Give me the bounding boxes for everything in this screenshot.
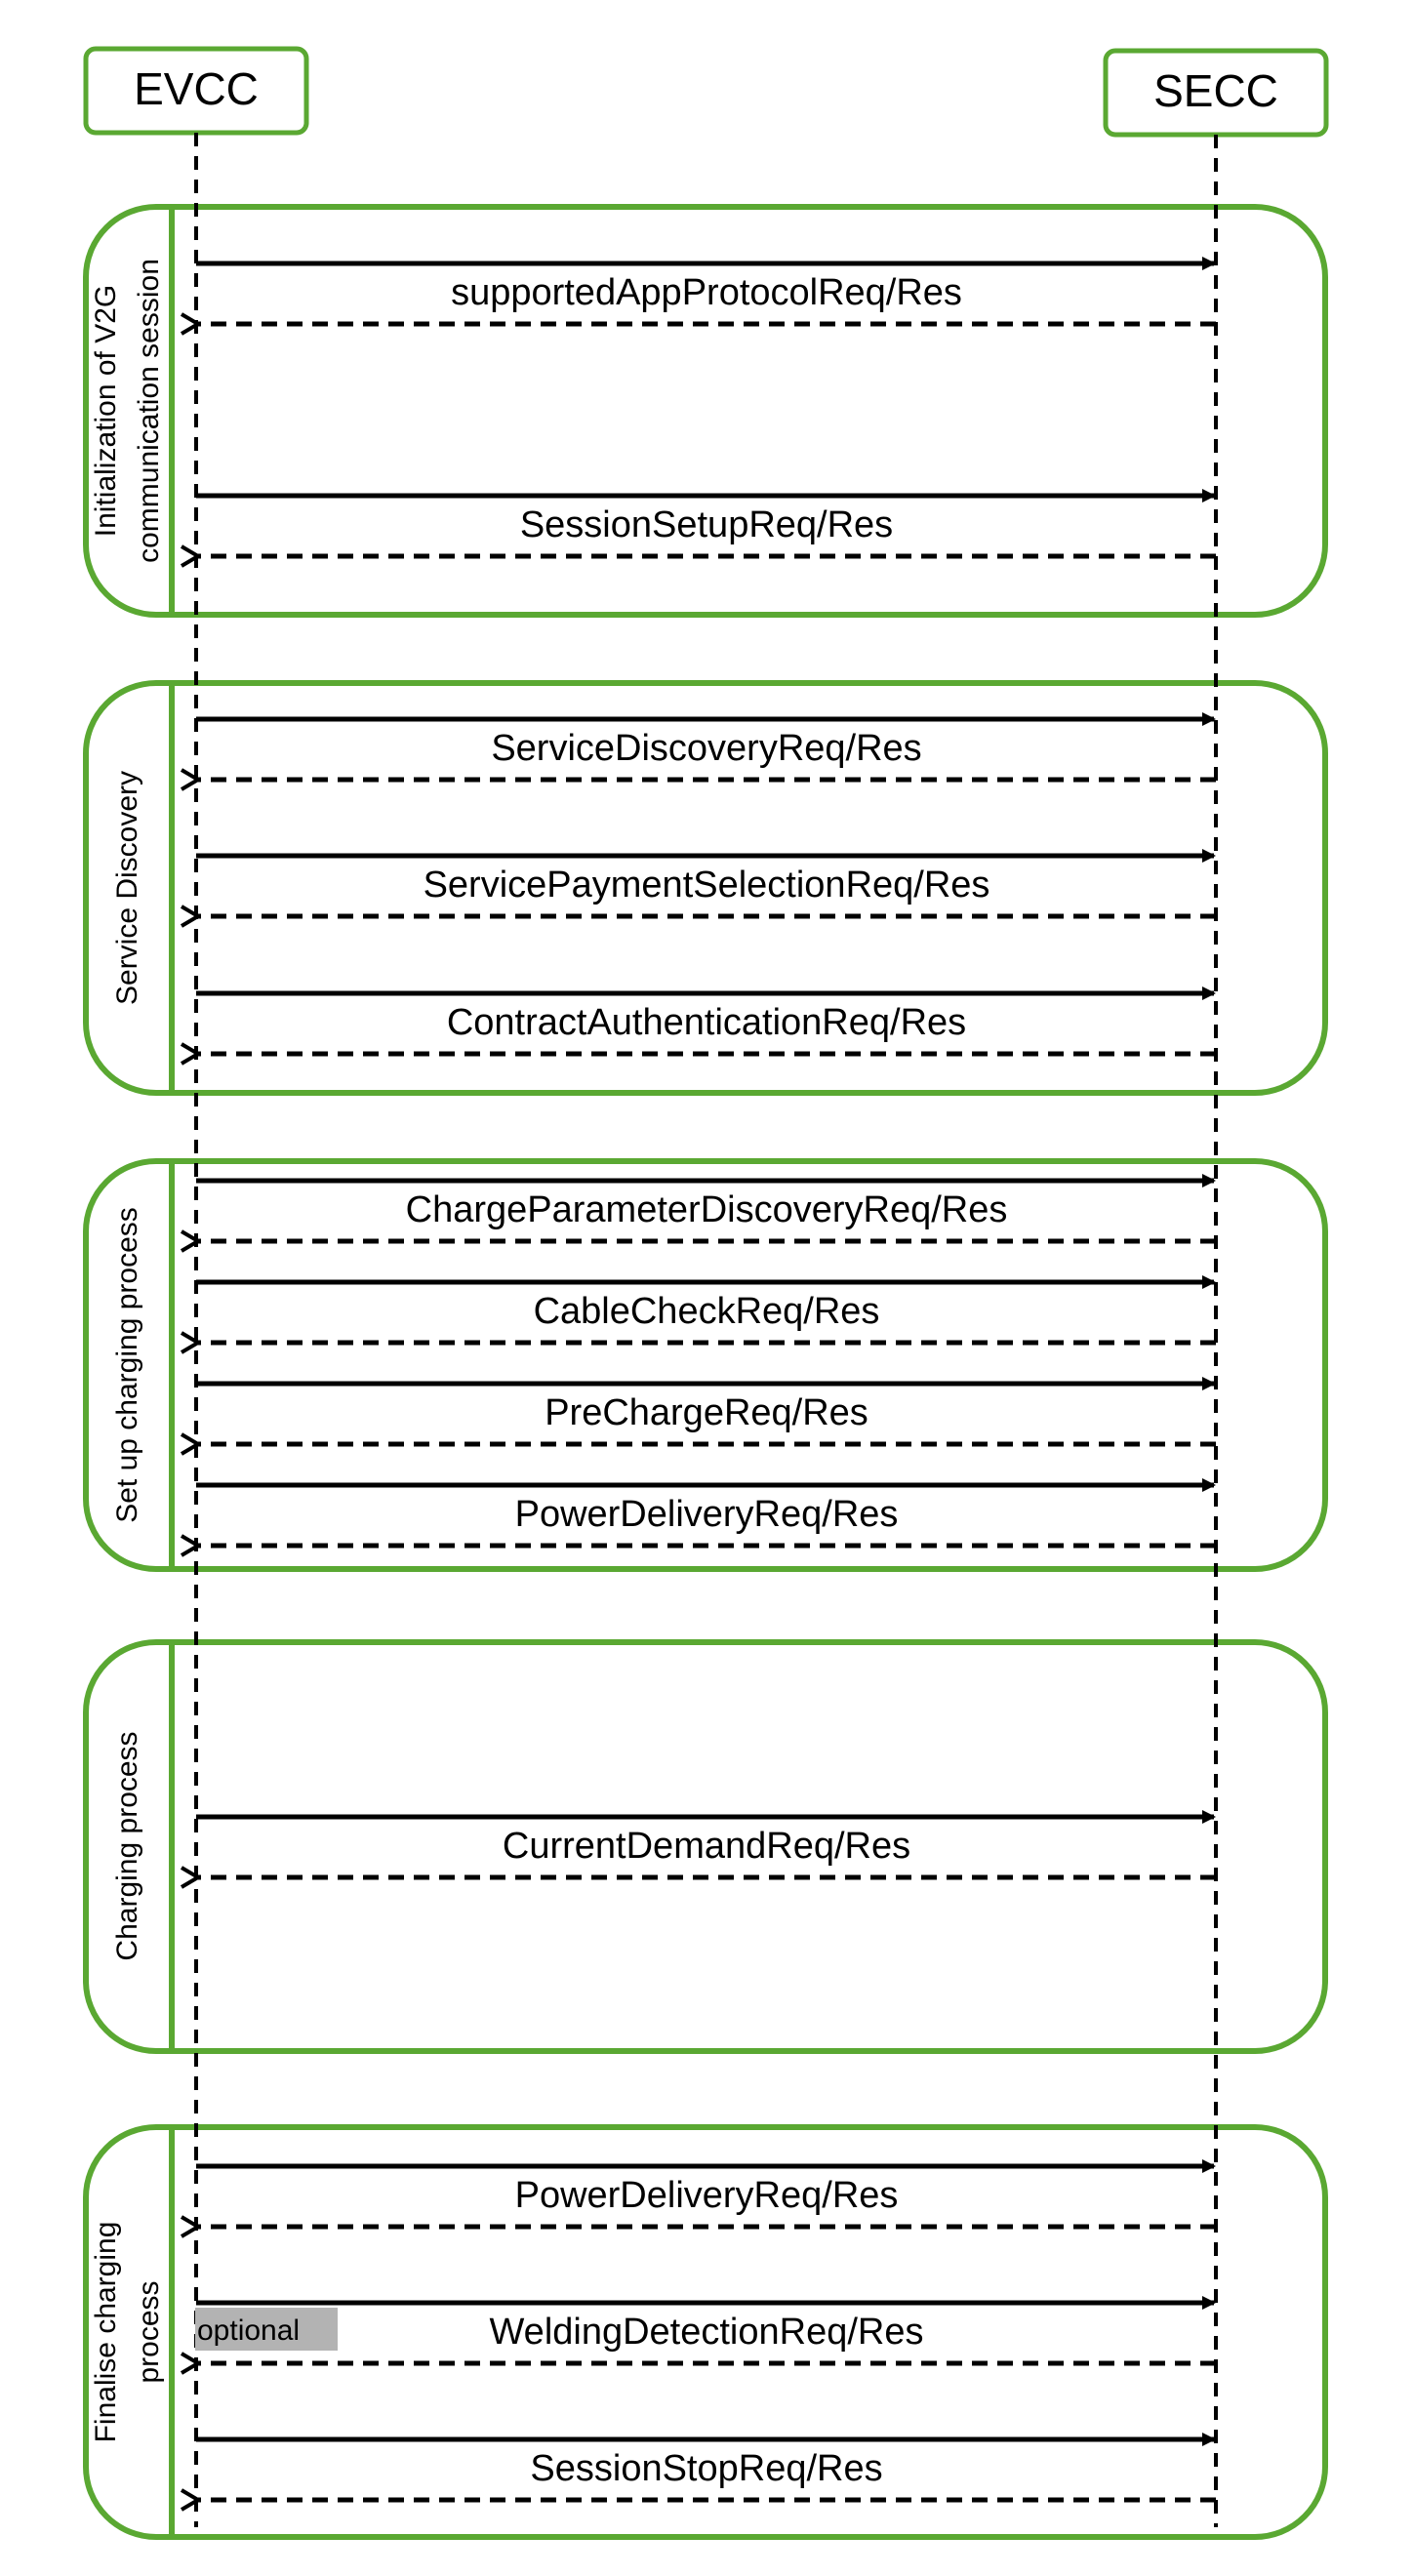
phase-2-frame: [83, 680, 1328, 1096]
optional-tag: optional: [197, 2314, 300, 2347]
phase-3-title: Set up charging process: [111, 1207, 143, 1523]
message-label: PowerDeliveryReq/Res: [515, 2175, 899, 2216]
phase-5-title: Finalise charging: [90, 2222, 122, 2443]
message-label: PreChargeReq/Res: [545, 1392, 868, 1433]
message-label: ServicePaymentSelectionReq/Res: [424, 865, 990, 906]
phase-3-frame: [83, 1158, 1328, 1572]
phases-layer: Initialization of V2G communication sessi…: [83, 204, 1328, 2540]
phase-2-title: Service Discovery: [111, 771, 143, 1005]
phase-5-frame: [83, 2124, 1328, 2540]
message-label: ContractAuthenticationReq/Res: [447, 1002, 966, 1043]
message-label: SessionStopReq/Res: [530, 2448, 882, 2489]
message-label: ServiceDiscoveryReq/Res: [491, 728, 921, 769]
secc-actor-label: SECC: [1153, 65, 1278, 116]
message-label: SessionSetupReq/Res: [520, 504, 893, 545]
messages-layer: supportedAppProtocolReq/ResSessionSetupR…: [195, 257, 1216, 2500]
message-label: CurrentDemandReq/Res: [503, 1826, 910, 1867]
message-label: PowerDeliveryReq/Res: [515, 1494, 899, 1535]
phase-4-frame: [83, 1639, 1328, 2054]
phase-1-frame: [83, 204, 1328, 618]
phase-1-title: communication session: [133, 259, 165, 563]
optional-tag-bg: [195, 2308, 338, 2351]
message-label: ChargeParameterDiscoveryReq/Res: [406, 1189, 1008, 1230]
evcc-actor-label: EVCC: [134, 63, 259, 114]
message-label: CableCheckReq/Res: [534, 1291, 880, 1332]
phase-1-title: Initialization of V2G: [90, 285, 122, 537]
message-label: supportedAppProtocolReq/Res: [451, 272, 962, 313]
phase-4-title: Charging process: [111, 1731, 143, 1960]
message-label: WeldingDetectionReq/Res: [490, 2312, 924, 2353]
phase-5-title: process: [133, 2280, 165, 2383]
